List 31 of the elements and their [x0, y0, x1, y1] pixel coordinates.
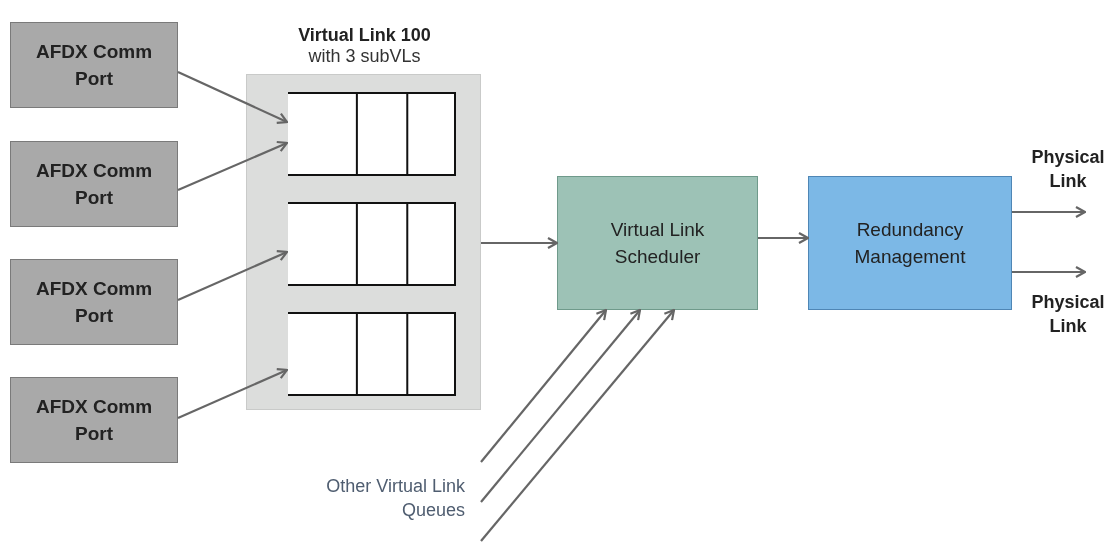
queue-box: [288, 202, 456, 286]
arrow: [758, 231, 810, 245]
arrow: [177, 367, 289, 419]
arrow: [480, 308, 676, 542]
box-label: AFDX Comm Port: [34, 277, 154, 328]
comm-port-box: [10, 377, 178, 463]
arrow: [177, 71, 289, 124]
source-label: Other Virtual Link Queues: [325, 475, 465, 522]
box-label: Redundancy Management: [853, 218, 967, 269]
arrow: [480, 308, 608, 463]
comm-port-box: [10, 259, 178, 345]
box-label: AFDX Comm Port: [34, 40, 154, 91]
arrow: [480, 308, 642, 503]
edge-label: Physical Link: [1030, 146, 1106, 193]
scheduler-box: [557, 176, 758, 310]
arrow: [1012, 265, 1087, 279]
arrow: [1012, 205, 1087, 219]
box-label: AFDX Comm Port: [34, 395, 154, 446]
queue-box: [288, 92, 456, 176]
comm-port-box: [10, 22, 178, 108]
group-title: Virtual Link 100: [297, 25, 432, 46]
box-label: AFDX Comm Port: [34, 159, 154, 210]
arrow: [177, 249, 289, 301]
arrow: [481, 236, 559, 250]
group-subtitle: with 3 subVLs: [307, 46, 422, 67]
queue-box: [288, 312, 456, 396]
box-label: Virtual Link Scheduler: [609, 218, 706, 269]
edge-label: Physical Link: [1030, 291, 1106, 338]
redundancy-box: [808, 176, 1012, 310]
comm-port-box: [10, 141, 178, 227]
arrow: [177, 140, 289, 191]
